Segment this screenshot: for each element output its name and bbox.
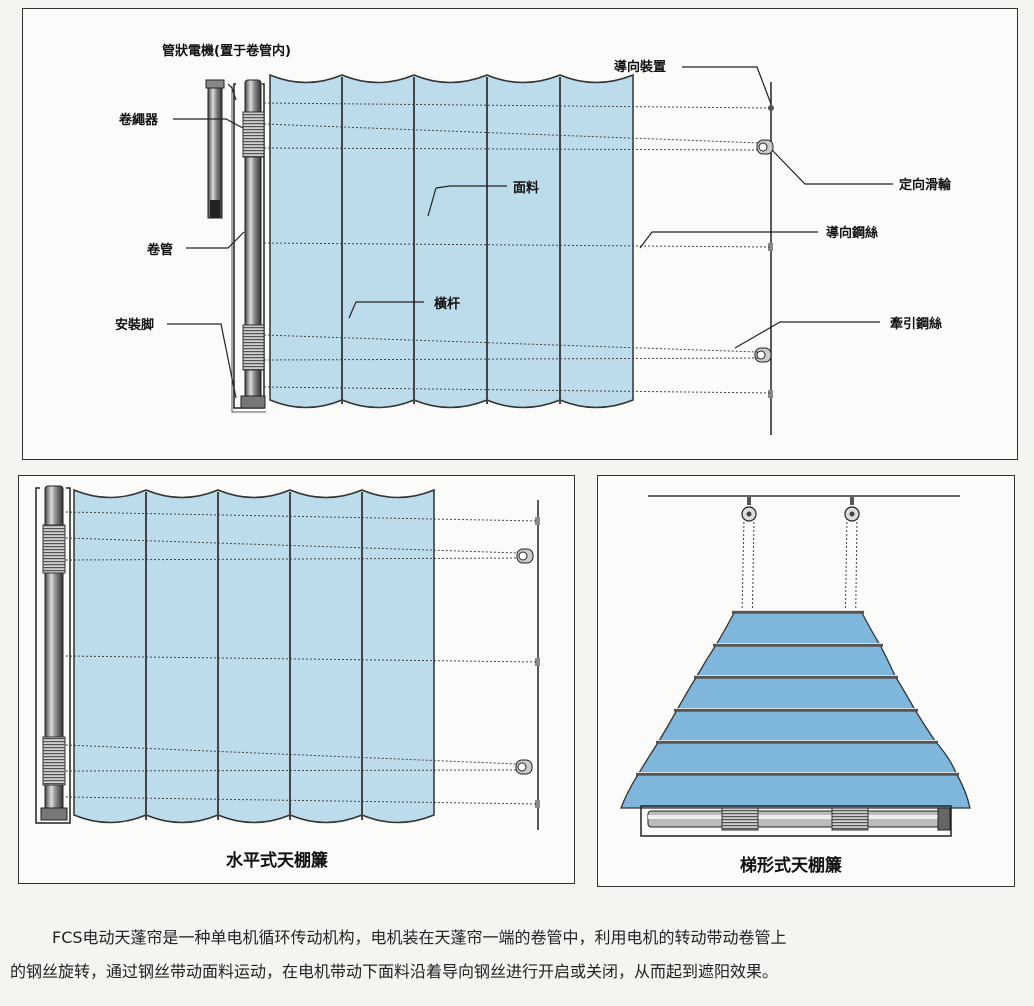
fabric-horizontal — [73, 488, 435, 824]
crossbars-horizontal — [145, 492, 363, 820]
description-text: FCS电动天蓬帘是一种单电机循环传动机构，电机装在天蓬帘一端的卷管中，利用电机的… — [10, 921, 1026, 989]
rope-winder-h-top — [42, 524, 66, 574]
wires-main — [263, 102, 772, 394]
roller-tube-trapezoid — [640, 805, 952, 837]
pulley-top — [756, 139, 774, 155]
fabric-main — [269, 73, 634, 409]
label-roller-tube: 卷管 — [147, 242, 173, 258]
tubular-motor — [205, 79, 225, 219]
description-line-1: FCS电动天蓬帘是一种单电机循环传动机构，电机装在天蓬帘一端的卷管中，利用电机的… — [52, 928, 787, 947]
roller-tube-horizontal — [40, 485, 68, 821]
pulley-h-top — [516, 548, 534, 564]
bracket-horizontal — [35, 487, 71, 824]
label-guide-device: 導向裝置 — [614, 59, 666, 75]
pulley-trap-right — [844, 497, 860, 522]
label-traction-wire: 牽引鋼絲 — [890, 316, 942, 332]
label-mounting-foot: 安裝脚 — [115, 317, 154, 333]
pulley-trap-left — [741, 497, 757, 522]
guide-track — [768, 82, 774, 435]
label-directional-pulley: 定向滑輪 — [898, 177, 952, 193]
crossbars-trapezoid — [636, 610, 959, 776]
rope-winder-top — [242, 111, 265, 158]
crossbars-main — [341, 77, 561, 404]
pulley-bottom — [754, 347, 772, 363]
label-fabric: 面料 — [513, 180, 539, 196]
caption-trapezoid: 梯形式天棚簾 — [740, 855, 842, 876]
leader-lines-main — [167, 66, 893, 399]
rope-winder-h-bottom — [42, 736, 66, 786]
label-guide-wire: 導向鋼絲 — [826, 225, 878, 241]
label-tube-motor: 管狀電機(置于卷管内) — [162, 43, 291, 59]
pulley-h-bottom — [515, 759, 533, 775]
rope-winder-bottom — [242, 324, 265, 371]
label-rope-winder: 卷繩器 — [119, 112, 159, 128]
guide-track-horizontal — [535, 500, 540, 830]
description-line-2: 的钢丝旋转，通过钢丝带动面料运动，在电机带动下面料沿着导向钢丝进行开启或关闭，从… — [10, 962, 779, 981]
caption-horizontal: 水平式天棚簾 — [226, 850, 328, 871]
roller-tube — [240, 79, 266, 409]
label-crossbar: 橫杆 — [434, 296, 460, 312]
wires-horizontal — [65, 511, 539, 805]
